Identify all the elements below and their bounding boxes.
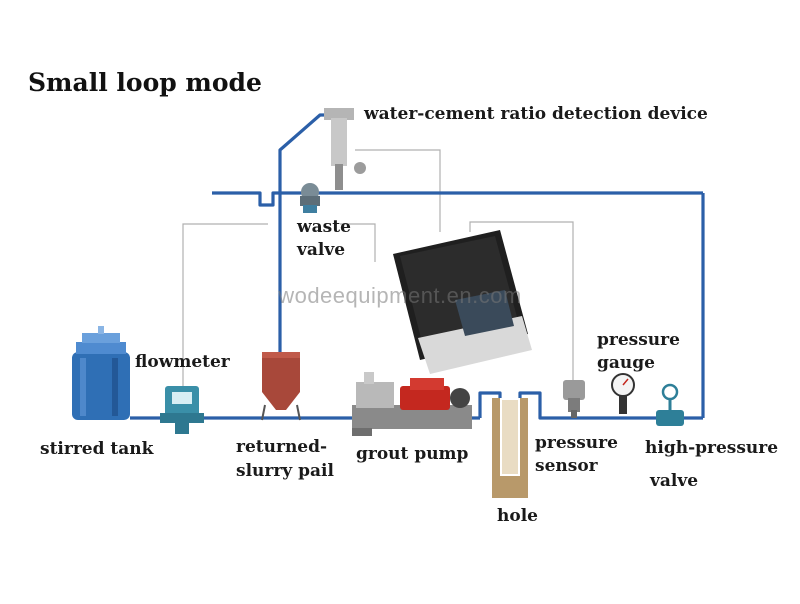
label-returned-slurry-pail-line2: slurry pail: [236, 461, 334, 481]
grout-pump-icon: [352, 372, 472, 436]
stirred-tank-icon: [72, 326, 130, 420]
water-cement-ratio-device-icon: [324, 108, 366, 190]
returned-slurry-pail-icon: [261, 352, 301, 421]
label-pressure-sensor-line2: sensor: [535, 456, 598, 476]
label-pressure-gauge-line1: pressure: [597, 330, 680, 350]
label-flowmeter: flowmeter: [135, 352, 230, 372]
pressure-gauge-icon: [611, 373, 635, 414]
label-high-pressure-valve-line1: high-pressure: [645, 438, 779, 458]
label-stirred-tank: stirred tank: [40, 439, 154, 459]
waste-valve-icon: [300, 183, 320, 213]
flowmeter-icon: [160, 386, 204, 434]
label-water-cement-ratio-device: water-cement ratio detection device: [364, 104, 708, 124]
hole-icon: [492, 398, 528, 498]
high-pressure-valve-icon: [656, 383, 684, 426]
pressure-sensor-icon: [563, 380, 585, 418]
signal-wires: [182, 149, 574, 388]
label-hole: hole: [497, 506, 538, 526]
label-high-pressure-valve-line2: valve: [650, 471, 699, 491]
page-title: Small loop mode: [28, 68, 262, 97]
label-waste-valve-line1: waste: [297, 217, 351, 237]
label-pressure-gauge-line2: gauge: [597, 353, 655, 373]
watermark: wodeequipment.en.com: [278, 283, 522, 308]
label-pressure-sensor-line1: pressure: [535, 433, 618, 453]
label-returned-slurry-pail-line1: returned-: [236, 437, 328, 457]
label-grout-pump: grout pump: [356, 444, 469, 464]
detector-case-icon: [393, 230, 532, 374]
label-waste-valve-line2: valve: [297, 240, 346, 260]
